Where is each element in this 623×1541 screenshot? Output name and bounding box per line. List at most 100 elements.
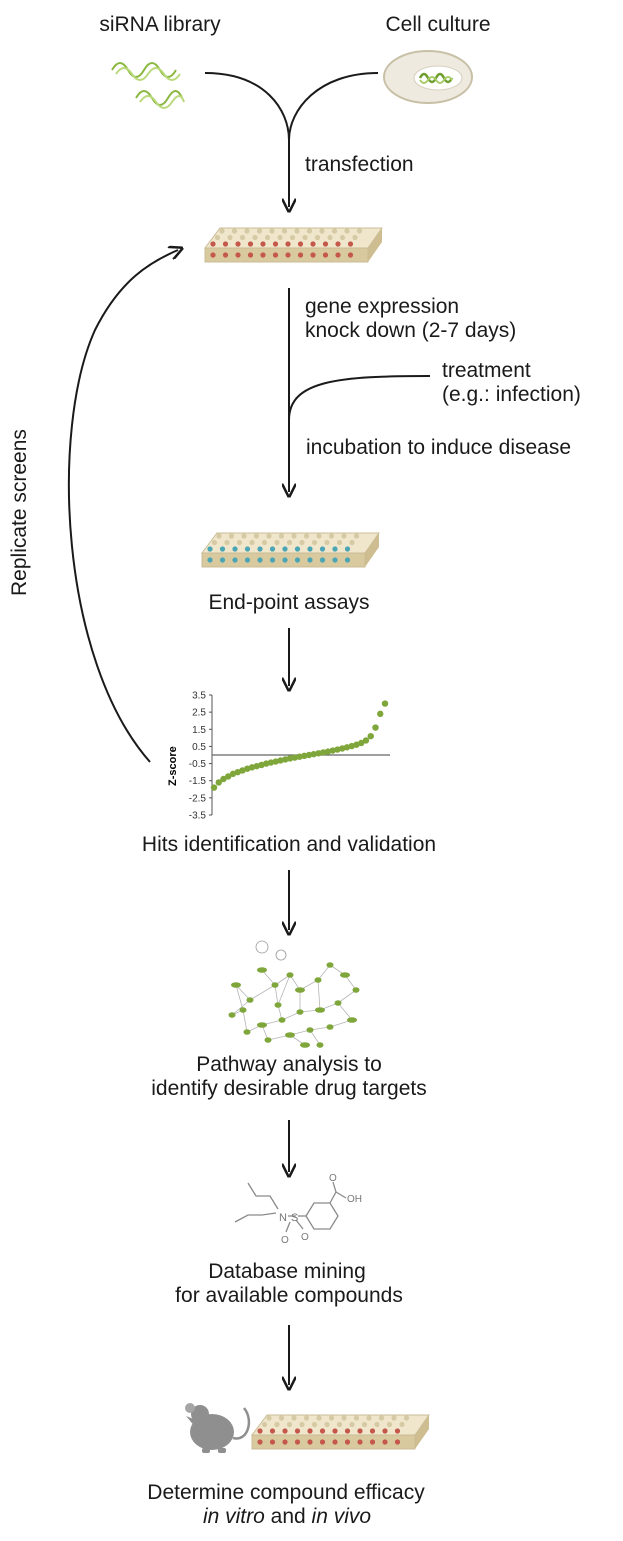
plate-well <box>244 557 251 563</box>
plate-well <box>310 252 316 258</box>
mouse-icon <box>185 1403 251 1453</box>
plate-well <box>261 1421 268 1428</box>
network-node <box>257 967 267 973</box>
plate-well <box>269 557 276 563</box>
plate-well <box>274 539 280 546</box>
network-edge <box>337 1002 353 1021</box>
plate-well <box>244 546 251 552</box>
network-node <box>306 1027 314 1033</box>
plate-well <box>344 557 351 563</box>
network-edge <box>249 984 276 1001</box>
plate-well <box>341 1415 347 1421</box>
zscore-point <box>381 700 389 707</box>
plate-well <box>257 1439 263 1445</box>
plate-well <box>269 1439 276 1445</box>
plate-well <box>294 228 300 234</box>
plate-well <box>297 252 304 258</box>
plate-well <box>266 1415 272 1421</box>
plate-well <box>261 539 268 546</box>
in-vivo-text: in vivo <box>311 1505 372 1528</box>
plate-well <box>356 228 363 234</box>
plate-well <box>236 539 243 546</box>
pathway-network-icon <box>228 940 360 1048</box>
chem-n-label: N <box>279 1212 287 1224</box>
plate-well <box>378 1415 385 1421</box>
network-edge <box>337 989 357 1004</box>
plate-well <box>369 1439 376 1445</box>
plate-well <box>366 1415 372 1421</box>
plate-well <box>294 1439 301 1445</box>
zscore-point <box>272 758 279 765</box>
chem-o1-label: O <box>281 1235 289 1246</box>
transfection-label: transfection <box>305 153 414 176</box>
plate-well <box>219 228 225 234</box>
plate-well <box>210 241 216 247</box>
efficacy-label-line1: Determine compound efficacy <box>147 1481 425 1504</box>
zscore-tick-label: -0.5 <box>189 759 207 770</box>
plate-well <box>272 241 279 247</box>
network-node <box>274 1002 282 1008</box>
zscore-ylabel: Z-score <box>167 746 179 786</box>
plate-well <box>282 1439 288 1445</box>
plate-well <box>291 1415 297 1421</box>
plate-well <box>249 539 255 546</box>
well-plate-efficacy <box>251 1414 430 1450</box>
plate-well <box>386 1421 393 1428</box>
chem-o3-label: O <box>329 1173 337 1184</box>
zscore-tick-label: 0.5 <box>192 742 206 753</box>
plate-well <box>335 252 341 258</box>
plate-well <box>328 1415 335 1421</box>
network-node <box>231 982 241 988</box>
plate-well <box>260 252 266 258</box>
plate-well <box>207 557 213 563</box>
network-edge <box>242 1009 248 1033</box>
endpoint-label: End-point assays <box>208 591 370 614</box>
plate-well <box>285 241 291 247</box>
knockdown-label-line1: gene expression <box>305 295 460 318</box>
pathway-label-line1: Pathway analysis to <box>196 1053 382 1076</box>
plate-well <box>211 539 218 546</box>
plate-well <box>369 1428 376 1434</box>
plate-well <box>324 539 330 546</box>
plate-well <box>303 1415 310 1421</box>
plate-well <box>257 546 263 552</box>
plate-well <box>291 533 297 539</box>
database-label-line1: Database mining <box>208 1260 366 1283</box>
plate-well <box>274 1421 280 1428</box>
and-text: and <box>264 1505 312 1528</box>
plate-well <box>241 533 247 539</box>
plate-well <box>285 252 291 258</box>
plate-well <box>336 1421 343 1428</box>
plate-well <box>299 1421 305 1428</box>
network-node <box>352 987 360 993</box>
plate-well <box>269 546 276 552</box>
plate-well <box>353 533 360 539</box>
plate-well <box>269 1428 276 1434</box>
network-node <box>257 1022 267 1028</box>
plate-well <box>357 1439 363 1445</box>
plate-well <box>322 241 329 247</box>
plate-well <box>341 533 347 539</box>
plate-well <box>216 533 222 539</box>
treatment-merge-curve <box>288 375 431 421</box>
zscore-point <box>310 750 317 758</box>
zscore-tick-label: -3.5 <box>189 811 207 822</box>
zscore-point <box>305 751 313 759</box>
plate-well <box>352 234 358 241</box>
plate-well <box>228 533 235 539</box>
plate-well <box>319 546 326 552</box>
plate-well <box>319 1428 326 1434</box>
plate-well <box>394 1439 401 1445</box>
zscore-point <box>296 753 303 760</box>
plate-well <box>374 1421 380 1428</box>
plate-well <box>282 546 288 552</box>
plate-well <box>214 234 221 241</box>
plate-well <box>222 241 229 247</box>
plate-well <box>331 228 338 234</box>
plate-well <box>335 241 341 247</box>
plate-well <box>349 1421 355 1428</box>
plate-well <box>278 1415 285 1421</box>
plate-well <box>324 1421 330 1428</box>
plate-well <box>232 557 238 563</box>
